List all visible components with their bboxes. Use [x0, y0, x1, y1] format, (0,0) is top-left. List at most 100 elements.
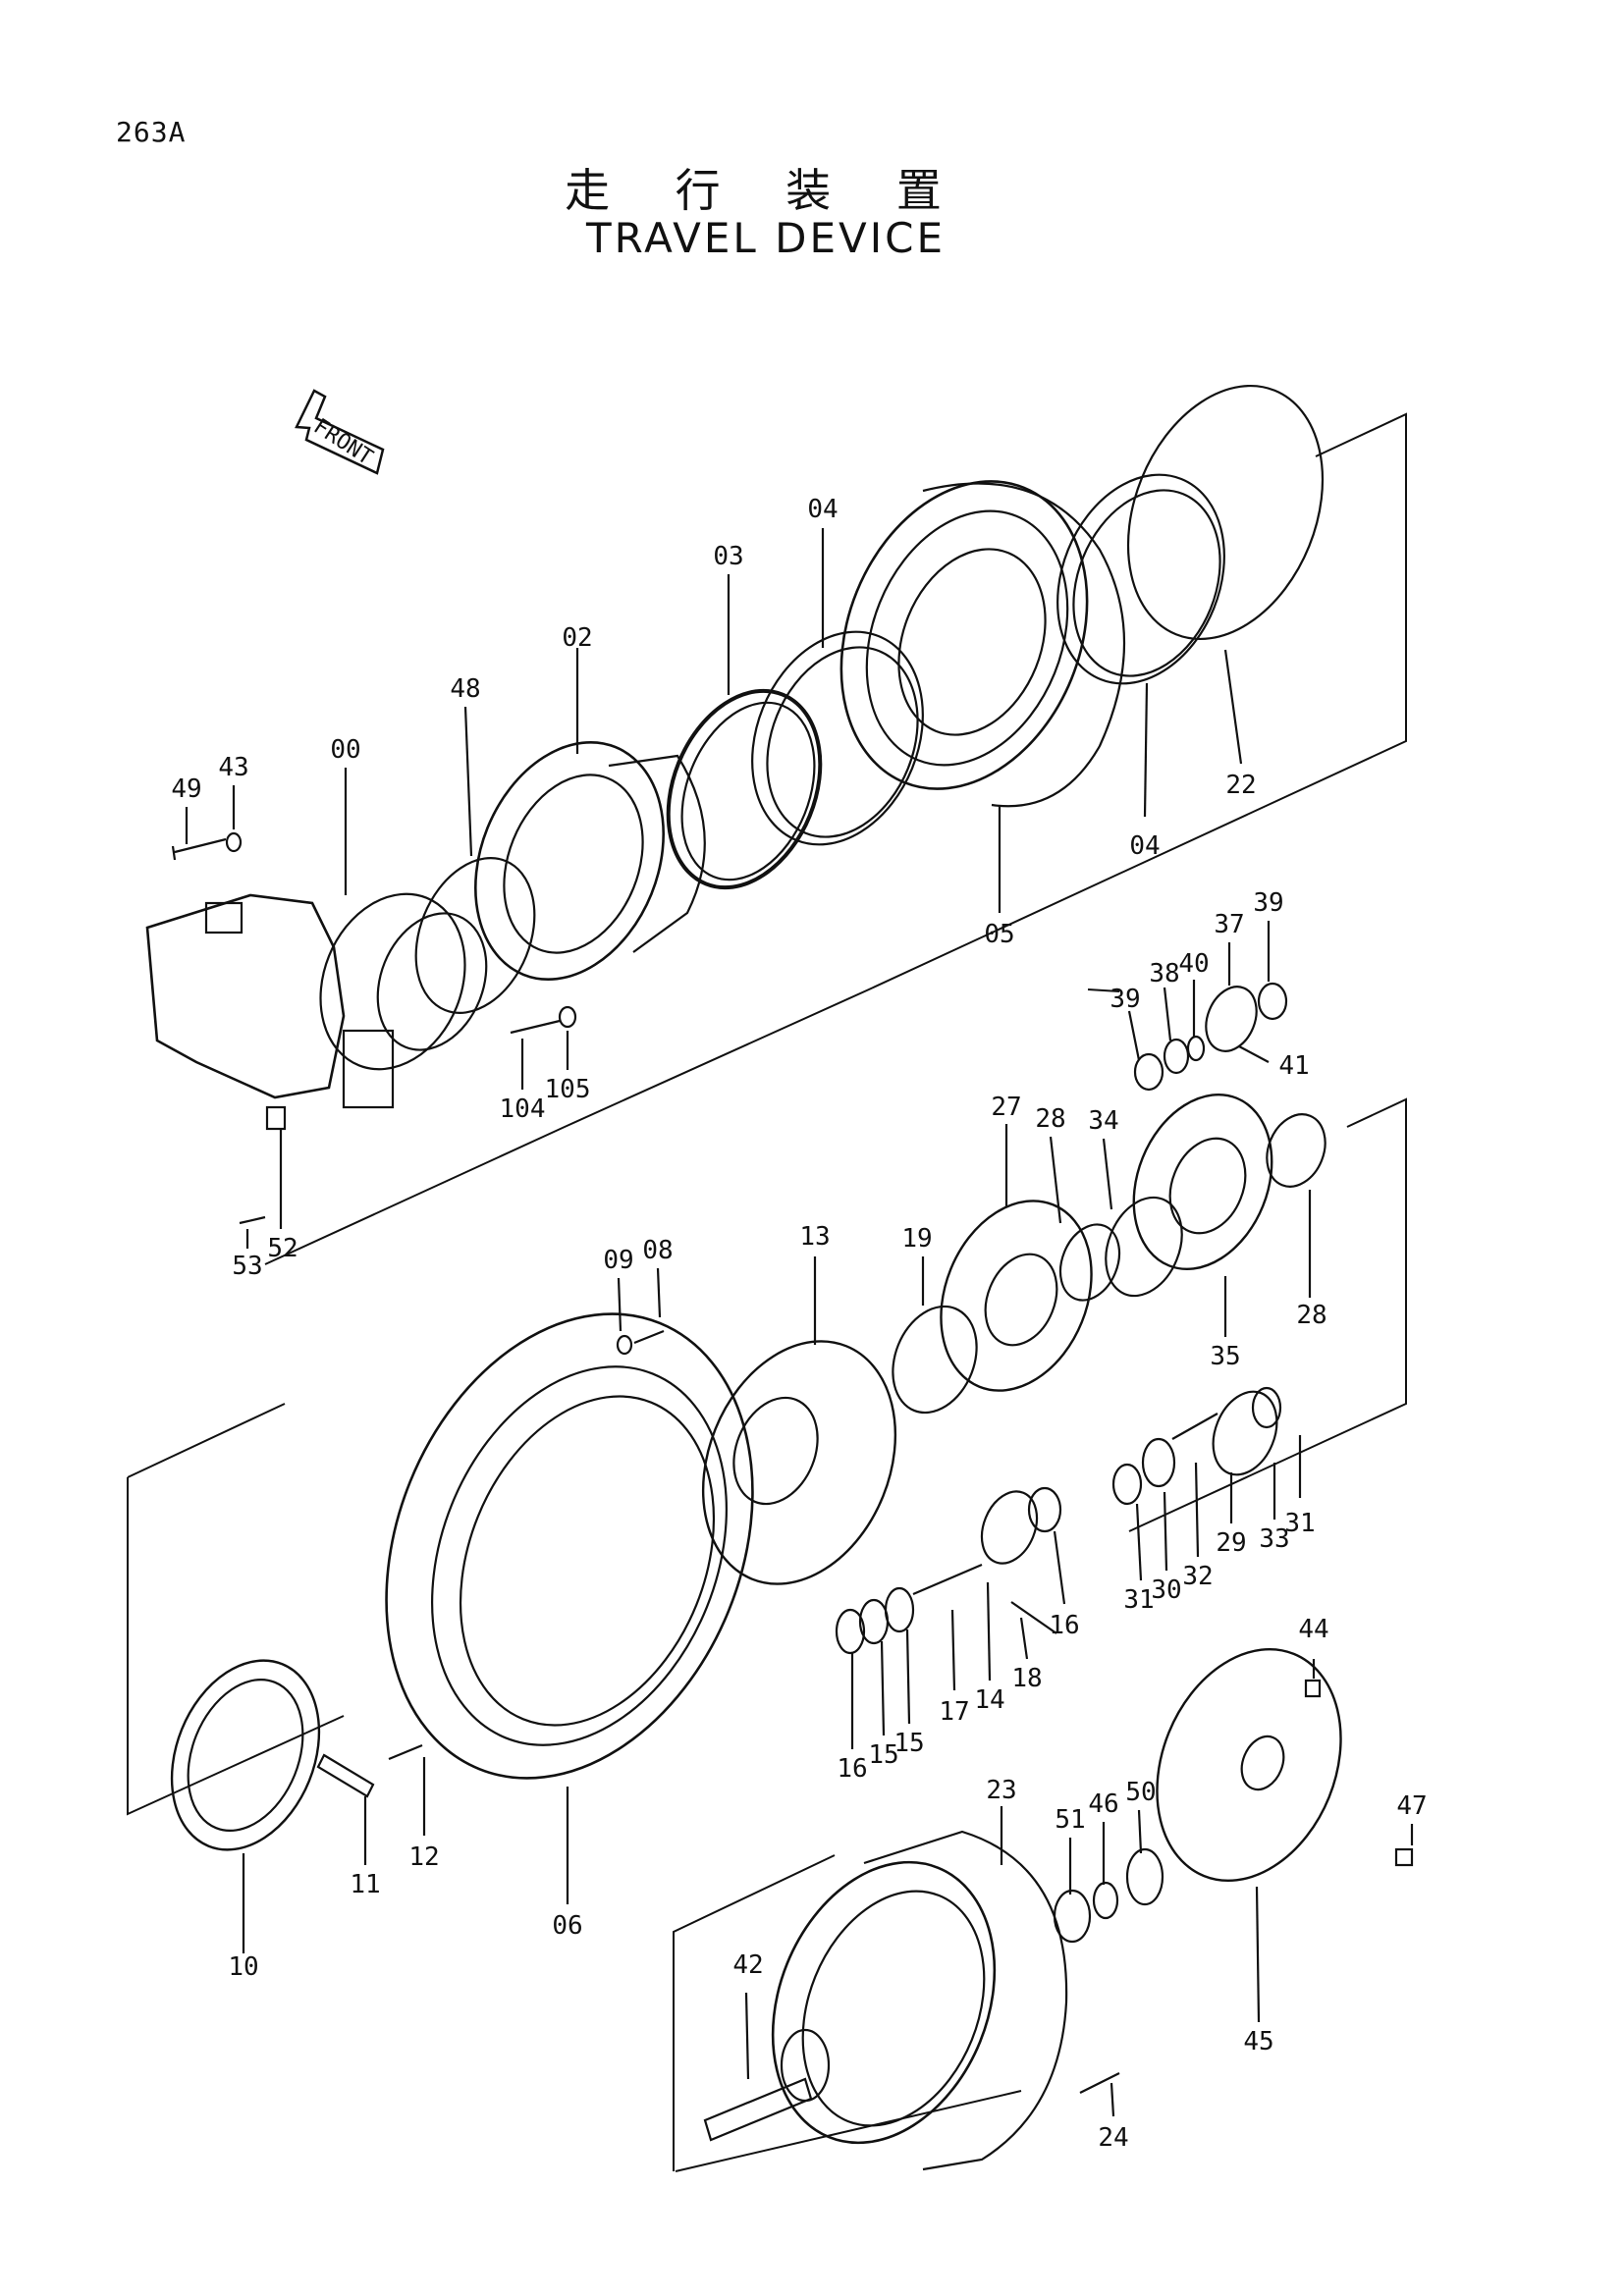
callout-label-39: 39 — [1253, 888, 1283, 918]
callout-label-16: 16 — [837, 1754, 867, 1784]
callout-label-34: 34 — [1088, 1106, 1118, 1136]
callout-label-33: 33 — [1259, 1524, 1289, 1554]
callout-label-15: 15 — [893, 1729, 924, 1758]
title-english: TRAVEL DEVICE — [585, 214, 947, 262]
callout-label-38: 38 — [1149, 959, 1179, 988]
callout-label-41: 41 — [1278, 1051, 1309, 1081]
callout-label-29: 29 — [1216, 1528, 1246, 1558]
callout-label-53: 53 — [232, 1252, 262, 1281]
part-28-thrust-washer-right — [1266, 1113, 1326, 1298]
part-19-sun-gear — [892, 1256, 978, 1415]
part-11-plate — [316, 1753, 375, 1865]
part-17-pin — [912, 1563, 983, 1691]
part-03-o-ring — [666, 574, 823, 890]
part-39-thrust-washer-upper — [1257, 921, 1288, 1021]
part-46-spacer — [1092, 1822, 1119, 1920]
part-28-thrust-washer-left — [1049, 1136, 1121, 1302]
part-53-bolt — [239, 1215, 266, 1249]
callout-label-13: 13 — [799, 1222, 830, 1252]
part-05-hub — [839, 480, 1125, 913]
part-16-thrust-washer-left — [835, 1608, 866, 1749]
callout-label-43: 43 — [218, 753, 248, 782]
part-51-retaining-ring — [1053, 1838, 1092, 1944]
section-outline-lower — [127, 1097, 1407, 2172]
callout-label-04: 04 — [807, 495, 838, 524]
callout-label-19: 19 — [901, 1224, 932, 1254]
callout-label-32: 32 — [1182, 1562, 1213, 1591]
part-50-bearing — [1125, 1809, 1164, 1906]
part-104-bolt — [510, 1019, 561, 1090]
part-47-plug — [1394, 1824, 1414, 1867]
front-arrow-icon: FRONT — [295, 389, 385, 475]
part-04-floating-seal-right — [1056, 473, 1225, 818]
callout-label-11: 11 — [350, 1870, 380, 1899]
callout-label-105: 105 — [545, 1075, 591, 1104]
callout-label-39: 39 — [1110, 985, 1140, 1014]
part-15-needle-bearing-b — [858, 1598, 890, 1736]
part-14-planet-gear — [980, 1490, 1039, 1682]
part-42-shaft — [703, 1992, 831, 2142]
callout-label-02: 02 — [562, 623, 592, 653]
callout-label-30: 30 — [1151, 1575, 1181, 1605]
part-04-floating-seal-left — [751, 528, 924, 846]
part-02-spindle — [474, 648, 706, 982]
part-15-needle-bearing-a — [884, 1586, 915, 1725]
front-label: FRONT — [309, 414, 377, 470]
callout-label-16: 16 — [1049, 1611, 1079, 1640]
callout-label-52: 52 — [267, 1234, 298, 1263]
callout-label-17: 17 — [939, 1697, 969, 1727]
callout-label-31: 31 — [1284, 1509, 1315, 1538]
callout-label-00: 00 — [330, 735, 360, 765]
callout-label-35: 35 — [1210, 1342, 1240, 1371]
part-06-ring-gear — [385, 1312, 754, 1904]
title-japanese: 走 行 装 置 — [565, 164, 967, 217]
part-37-planet-gear — [1205, 942, 1258, 1052]
part-52-plate — [265, 1105, 287, 1229]
part-45-cover — [1156, 1647, 1342, 2023]
part-32-pin — [1171, 1413, 1218, 1558]
part-16-thrust-washer-right — [1027, 1486, 1066, 1605]
part-31-thrust-washer-left — [1111, 1463, 1143, 1581]
part-41-spring-pin — [1238, 1045, 1270, 1063]
callout-label-04: 04 — [1129, 831, 1160, 861]
callout-label-22: 22 — [1225, 771, 1256, 800]
callout-label-15: 15 — [868, 1740, 898, 1770]
callout-label-27: 27 — [991, 1093, 1021, 1122]
part-39-thrust-washer-lower — [1127, 1010, 1164, 1092]
callout-label-50: 50 — [1125, 1778, 1156, 1807]
part-44-plug — [1304, 1659, 1322, 1698]
part-34-sun-gear — [1102, 1138, 1183, 1298]
part-30-needle-bearing — [1141, 1437, 1176, 1572]
callout-label-37: 37 — [1214, 910, 1244, 939]
part-18-spring-pin — [1010, 1601, 1057, 1660]
part-48-o-ring — [414, 706, 536, 1014]
callout-label-05: 05 — [984, 920, 1014, 949]
page-number: 263A — [116, 116, 187, 148]
callout-label-48: 48 — [450, 674, 480, 704]
callout-label-09: 09 — [603, 1246, 633, 1275]
callout-label-49: 49 — [171, 774, 201, 804]
part-31-thrust-washer-right — [1251, 1386, 1302, 1498]
callout-label-46: 46 — [1088, 1789, 1118, 1819]
callout-label-51: 51 — [1055, 1805, 1085, 1835]
callout-label-47: 47 — [1396, 1791, 1427, 1821]
callout-label-42: 42 — [732, 1950, 763, 1980]
part-40-pin — [1186, 980, 1206, 1062]
callout-label-40: 40 — [1178, 949, 1209, 979]
part-27-carrier — [940, 1124, 1093, 1392]
callout-label-24: 24 — [1098, 2123, 1128, 2153]
callout-label-23: 23 — [986, 1776, 1016, 1805]
part-08-bolt — [633, 1267, 665, 1345]
section-outline-upper — [264, 412, 1407, 1265]
callout-label-03: 03 — [713, 542, 743, 571]
part-35-carrier — [1132, 1093, 1273, 1337]
part-38-needle-bearing — [1163, 987, 1190, 1075]
callout-label-28: 28 — [1035, 1104, 1065, 1134]
callout-label-28: 28 — [1296, 1301, 1326, 1330]
part-23-ring-gear — [771, 1806, 1068, 2171]
callout-label-08: 08 — [642, 1236, 673, 1265]
callout-label-14: 14 — [974, 1685, 1004, 1715]
part-22-o-ring — [1126, 384, 1325, 765]
part-00-travel-motor — [145, 768, 488, 1109]
